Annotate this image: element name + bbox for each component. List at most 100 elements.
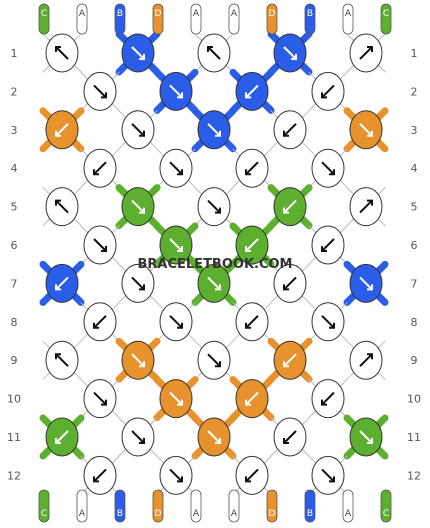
knot-arrow-icon — [321, 468, 335, 483]
knot-arrow-icon — [359, 353, 373, 367]
row-label-left: 12 — [7, 469, 21, 482]
row-label-left: 9 — [11, 354, 18, 367]
knot-arrow-icon — [283, 199, 297, 214]
knot-arrow-icon — [93, 468, 107, 483]
top-string — [38, 3, 50, 35]
knot-arrow-icon — [131, 123, 145, 137]
row-label-right: 1 — [411, 47, 418, 60]
knot-arrowhead-icon — [329, 476, 335, 483]
knot-arrowhead-icon — [367, 284, 373, 291]
row-label-right: 9 — [411, 354, 418, 367]
knot-arrowhead-icon — [55, 438, 61, 444]
row-label-right: 11 — [407, 431, 421, 444]
knot-arrow-icon — [321, 315, 335, 329]
knot-arrowhead-icon — [55, 353, 61, 360]
knot-arrow-icon — [207, 199, 221, 214]
knot-arrowhead-icon — [139, 361, 145, 368]
knot-arrowhead-icon — [245, 399, 251, 406]
row-label-left: 4 — [11, 162, 18, 175]
knot-arrow-icon — [245, 468, 259, 483]
knot-arrowhead-icon — [245, 246, 251, 252]
knot-arrowhead-icon — [139, 284, 145, 291]
knot-arrowhead-icon — [177, 169, 183, 176]
row-label-right: 2 — [411, 85, 418, 98]
bottom-string-label: C — [383, 509, 389, 519]
knot-arrow-icon — [283, 46, 297, 60]
row-label-right: 8 — [411, 316, 418, 329]
knot-arrow-icon — [283, 430, 297, 444]
knot-arrow-icon — [169, 238, 183, 252]
knot-arrowhead-icon — [215, 438, 221, 444]
knot-arrowhead-icon — [367, 438, 373, 444]
bottom-string — [152, 489, 164, 523]
bottom-string — [380, 489, 392, 523]
knot-arrowhead-icon — [101, 246, 107, 252]
top-string — [190, 3, 202, 35]
knot-arrow-icon — [245, 84, 259, 99]
top-string — [152, 3, 164, 35]
knot-arrowhead-icon — [93, 322, 99, 329]
bottom-string-label: A — [79, 509, 86, 519]
knot-arrowhead-icon — [139, 130, 145, 137]
knot-arrow-icon — [359, 276, 373, 291]
knot-arrow-icon — [245, 391, 259, 406]
knot-arrow-icon — [283, 353, 297, 367]
knot-arrowhead-icon — [55, 130, 61, 137]
knot-arrow-icon — [207, 430, 221, 444]
knot-arrow-icon — [93, 238, 107, 252]
knot-arrowhead-icon — [93, 476, 99, 483]
knot-arrowhead-icon — [215, 130, 221, 137]
knot-arrowhead-icon — [177, 476, 183, 483]
knot-arrow-icon — [169, 161, 183, 175]
knot-arrowhead-icon — [367, 199, 373, 206]
bottom-string-label: C — [41, 509, 47, 519]
top-string-label: A — [193, 9, 200, 19]
knot-arrow-icon — [283, 276, 297, 291]
knot-arrow-icon — [93, 84, 107, 99]
knot-arrowhead-icon — [215, 361, 221, 368]
row-label-left: 7 — [11, 277, 18, 290]
row-label-left: 5 — [11, 201, 18, 214]
knot-arrow-icon — [55, 199, 69, 214]
bottom-string — [266, 489, 278, 523]
knot-arrow-icon — [131, 276, 145, 291]
row-label-left: 3 — [11, 124, 18, 137]
top-string — [228, 3, 240, 35]
knot-arrow-icon — [131, 353, 145, 367]
knot-arrowhead-icon — [367, 130, 373, 137]
knot-arrowhead-icon — [101, 399, 107, 406]
knot-arrowhead-icon — [321, 399, 327, 406]
knot-arrowhead-icon — [139, 438, 145, 444]
knot-arrow-icon — [245, 315, 259, 329]
bottom-string — [342, 489, 354, 523]
row-label-right: 12 — [407, 469, 421, 482]
knot-arrow-icon — [245, 161, 259, 175]
knot-arrow-icon — [359, 199, 373, 214]
bottom-string — [114, 489, 126, 523]
knot-arrow-icon — [169, 84, 183, 99]
knot-arrowhead-icon — [367, 46, 373, 52]
top-string-label: C — [383, 9, 389, 19]
top-string — [266, 3, 278, 35]
knot-arrow-icon — [131, 46, 145, 60]
watermark-text: BRACELETBOOK.COM — [138, 257, 293, 272]
knot-arrowhead-icon — [245, 92, 251, 99]
knot-arrow-icon — [207, 353, 221, 367]
row-label-left: 8 — [11, 316, 18, 329]
knot-arrowhead-icon — [283, 438, 289, 444]
bottom-string-label: D — [269, 509, 276, 519]
knot-arrowhead-icon — [283, 361, 289, 368]
knot-arrowhead-icon — [215, 284, 221, 291]
knot-arrow-icon — [131, 199, 145, 214]
knot-arrowhead-icon — [245, 169, 251, 176]
knot-arrow-icon — [55, 46, 69, 60]
top-string-label: B — [307, 9, 313, 19]
top-string-label: A — [345, 9, 352, 19]
knot-arrow-icon — [359, 123, 373, 137]
row-label-right: 4 — [411, 162, 418, 175]
knot-arrow-icon — [245, 238, 259, 252]
top-string — [114, 3, 126, 35]
row-label-right: 5 — [411, 201, 418, 214]
row-label-left: 6 — [11, 239, 18, 252]
